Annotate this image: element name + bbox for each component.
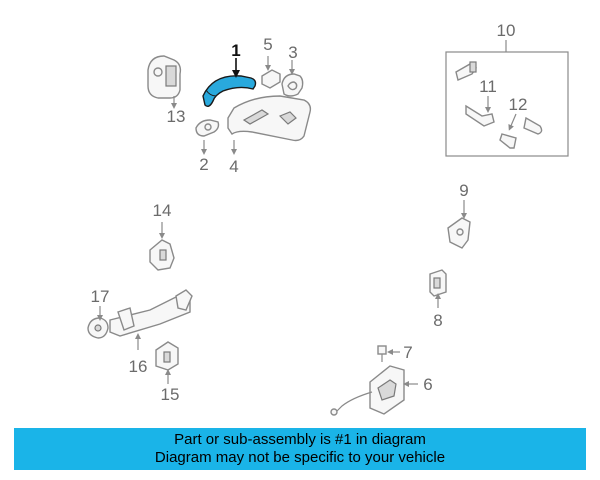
callout-15: 15 — [161, 385, 180, 404]
part-6-lock-actuator — [330, 365, 418, 416]
part-11-key-cylinder — [465, 96, 495, 127]
callout-10: 10 — [497, 21, 516, 40]
part-16-door-check — [109, 289, 193, 350]
callout-7: 7 — [403, 343, 412, 362]
part-17-bushing — [87, 306, 109, 339]
part-5-cap — [261, 56, 281, 89]
part-10-lock-cylinder-set — [445, 40, 569, 157]
banner-line-1: Part or sub-assembly is #1 in diagram — [174, 431, 426, 448]
callout-12: 12 — [509, 95, 528, 114]
part-14-hinge — [149, 222, 175, 271]
part-9-bracket — [447, 200, 471, 249]
callout-5: 5 — [263, 35, 272, 54]
part-4-handle-frame — [227, 95, 312, 155]
callout-13: 13 — [167, 107, 186, 126]
callout-9: 9 — [459, 181, 468, 200]
parts-diagram: 1 2 3 4 5 6 7 8 9 10 11 12 13 14 15 16 1… — [87, 21, 569, 416]
part-15-lower-hinge — [155, 341, 179, 384]
callout-14: 14 — [153, 201, 172, 220]
callout-8: 8 — [433, 311, 442, 330]
part-2-pad — [195, 119, 220, 155]
callout-2: 2 — [199, 155, 208, 174]
part-8-striker — [429, 269, 447, 308]
info-banner: Part or sub-assembly is #1 in diagram Di… — [14, 428, 586, 470]
part-10-cylinder — [455, 61, 477, 81]
part-7-bolt — [377, 345, 400, 362]
callout-3: 3 — [288, 43, 297, 62]
part-1-outside-handle — [202, 58, 257, 108]
callout-6: 6 — [423, 375, 432, 394]
part-3-gasket — [281, 60, 304, 97]
part-13-bracket — [147, 55, 182, 109]
callout-1: 1 — [231, 41, 240, 60]
part-12-rod — [499, 113, 543, 149]
callout-16: 16 — [129, 357, 148, 376]
callout-4: 4 — [229, 157, 238, 176]
banner-line-2: Diagram may not be specific to your vehi… — [154, 449, 446, 466]
callout-17: 17 — [91, 287, 110, 306]
callout-11: 11 — [479, 77, 497, 96]
